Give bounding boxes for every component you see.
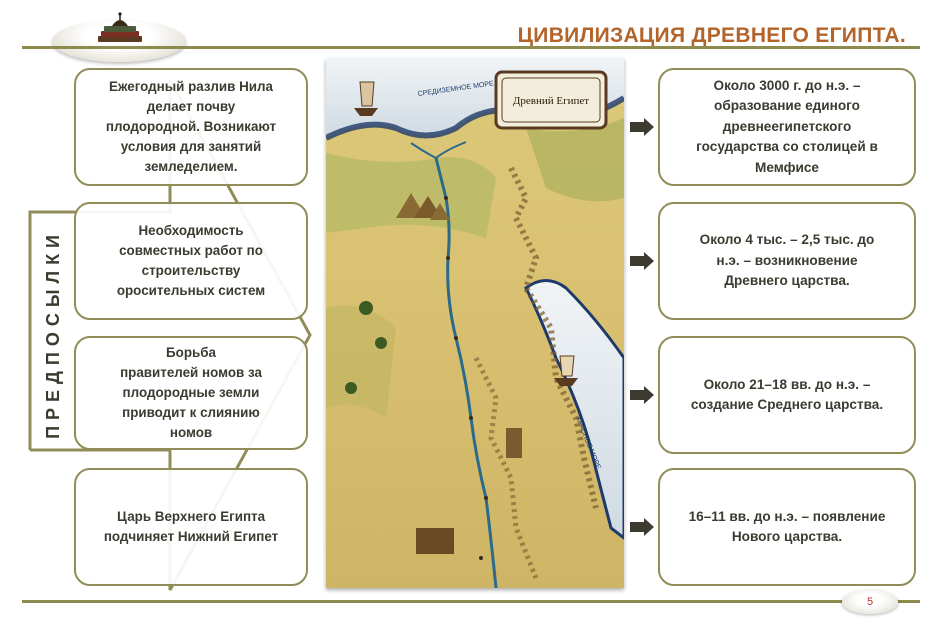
map-title: Древний Египет bbox=[513, 95, 589, 107]
timeline-text: 16–11 вв. до н.э. – появление Нового цар… bbox=[688, 508, 886, 544]
timeline-box-old-kingdom: Около 4 тыс. – 2,5 тыс. до н.э. – возник… bbox=[658, 202, 916, 320]
prerequisite-box-nomes: Борьба правителей номов за плодородные з… bbox=[74, 336, 308, 450]
prerequisite-box-nile-flood: Ежегодный разлив Нила делает почву плодо… bbox=[74, 68, 308, 186]
page-title: ЦИВИЛИЗАЦИЯ ДРЕВНЕГО ЕГИПТА. bbox=[517, 24, 906, 47]
chevron-right-icon bbox=[630, 386, 654, 404]
header-divider bbox=[22, 46, 920, 49]
page-number: 5 bbox=[842, 590, 898, 614]
prerequisite-text: Ежегодный разлив Нила делает почву плодо… bbox=[105, 78, 277, 175]
prerequisite-text: Борьба правителей номов за плодородные з… bbox=[120, 344, 262, 441]
chevron-right-icon bbox=[630, 518, 654, 536]
timeline-box-unified-state: Около 3000 г. до н.э. – образование един… bbox=[658, 68, 916, 186]
map-ancient-egypt: Древний Египет СРЕДИЗЕМНОЕ МОРЕ КРАСНОЕ … bbox=[326, 58, 624, 588]
oil-lamp-books-icon bbox=[98, 12, 142, 42]
timeline-text: Около 4 тыс. – 2,5 тыс. до н.э. – возник… bbox=[699, 232, 875, 289]
logo bbox=[52, 12, 186, 62]
prerequisite-box-unification: Царь Верхнего Египта подчиняет Нижний Ег… bbox=[74, 468, 308, 586]
prerequisites-label: ПРЕДПОСЫЛКИ bbox=[28, 218, 78, 450]
timeline-box-new-kingdom: 16–11 вв. до н.э. – появление Нового цар… bbox=[658, 468, 916, 586]
prerequisite-text: Царь Верхнего Египта подчиняет Нижний Ег… bbox=[103, 508, 279, 544]
footer-divider bbox=[22, 600, 920, 603]
prerequisite-text: Необходимость совместных работ по строит… bbox=[116, 222, 266, 299]
chevron-right-icon bbox=[630, 118, 654, 136]
prerequisite-box-irrigation: Необходимость совместных работ по строит… bbox=[74, 202, 308, 320]
timeline-text: Около 21–18 вв. до н.э. – создание Средн… bbox=[690, 376, 884, 412]
timeline-box-middle-kingdom: Около 21–18 вв. до н.э. – создание Средн… bbox=[658, 336, 916, 454]
prerequisites-label-text: ПРЕДПОСЫЛКИ bbox=[42, 229, 63, 439]
chevron-right-icon bbox=[630, 252, 654, 270]
timeline-text: Около 3000 г. до н.э. – образование един… bbox=[696, 78, 878, 175]
